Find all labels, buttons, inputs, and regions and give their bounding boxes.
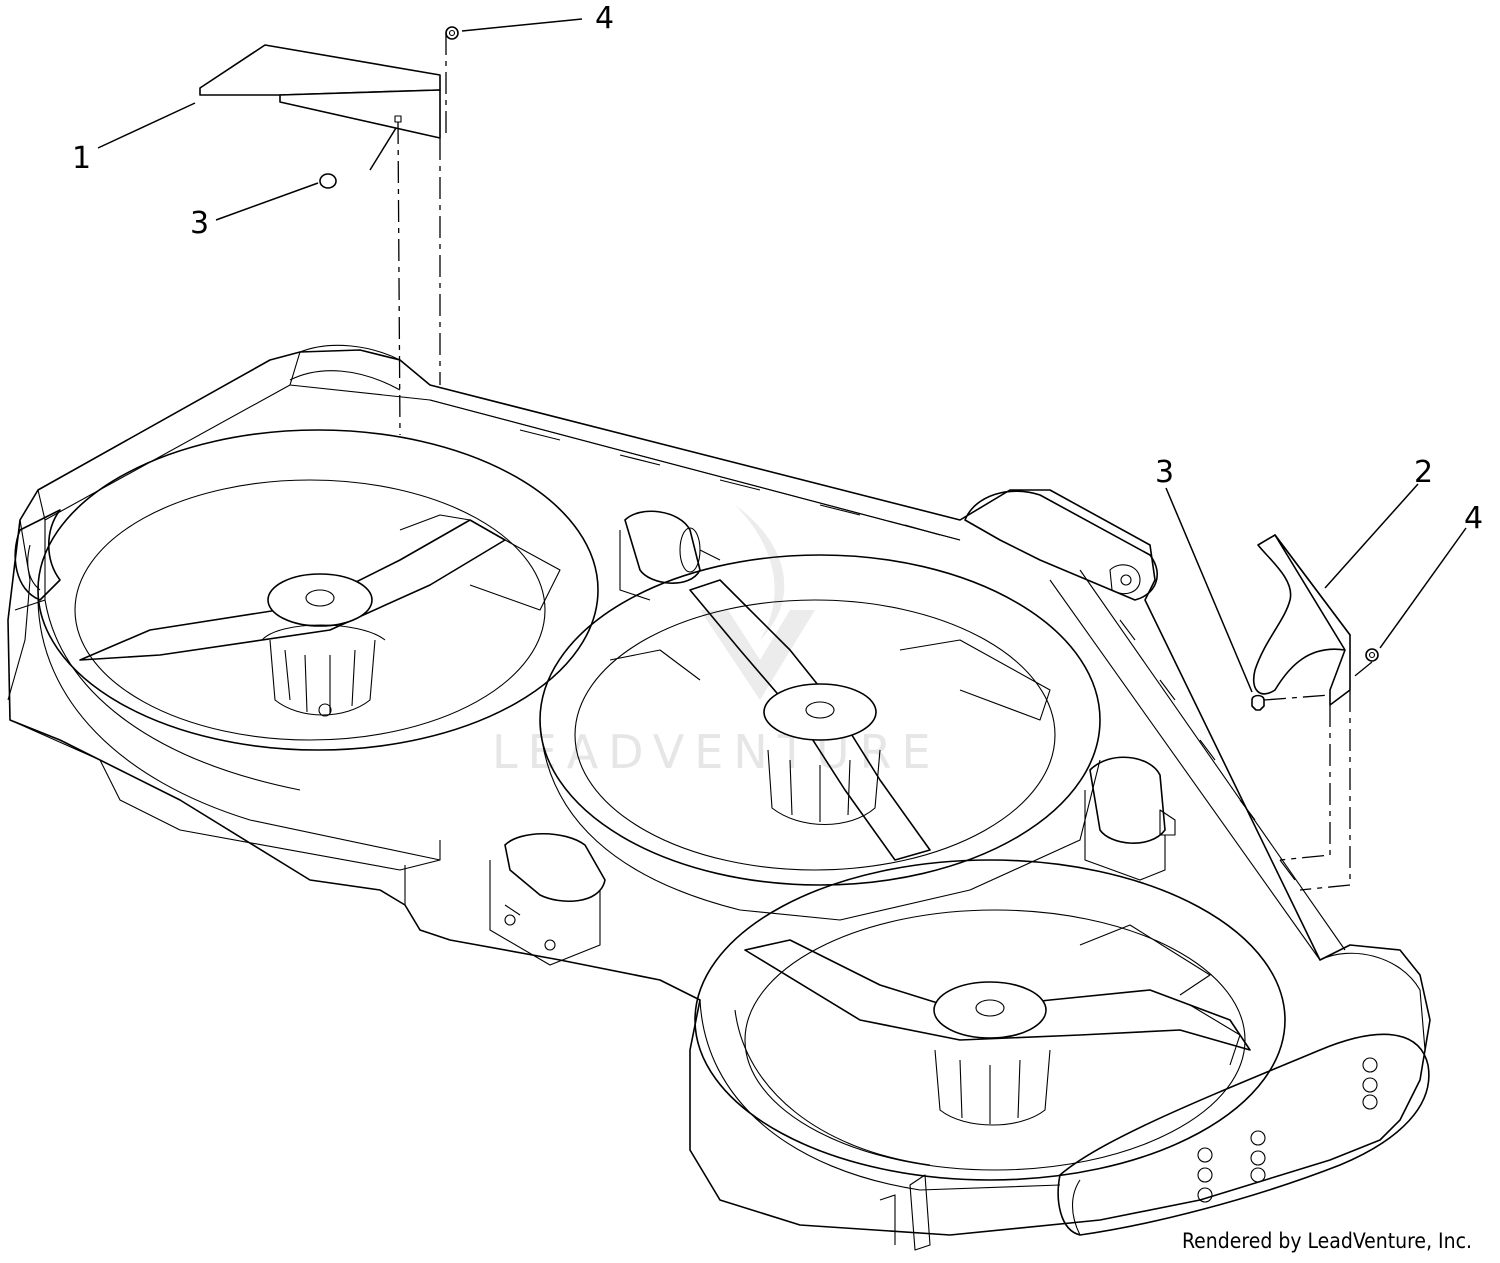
idler-pulley-left	[619, 510, 721, 601]
left-blade-chamber	[37, 429, 599, 861]
assembly-lines	[397, 33, 1373, 891]
belt-cover-left	[199, 44, 441, 139]
right-blade-chamber	[694, 859, 1286, 1191]
watermark-text: LEADVENTURE	[492, 725, 941, 779]
callout-numbers: 1 2 3 3 4 4	[72, 1, 1483, 536]
watermark-logo	[700, 505, 815, 700]
callout-4-right: 4	[1464, 501, 1483, 536]
leader-lines	[97, 18, 1467, 693]
idler-pulley-front	[489, 832, 606, 966]
callout-2: 2	[1414, 455, 1433, 490]
callout-4-top: 4	[595, 1, 614, 36]
flange-nut-right	[1365, 648, 1379, 662]
credit-text: Rendered by LeadVenture, Inc.	[1182, 1229, 1472, 1253]
idler-pulley-right	[1084, 756, 1176, 881]
callout-1: 1	[72, 141, 91, 176]
callout-3-right: 3	[1155, 455, 1174, 490]
callout-3-left: 3	[190, 206, 209, 241]
carriage-bolt-left	[319, 173, 337, 189]
belt-cover-right	[1253, 534, 1351, 706]
carriage-bolt-right	[1251, 694, 1265, 711]
center-blade-chamber	[539, 554, 1101, 921]
mower-deck	[7, 344, 1431, 1251]
flange-nut-top	[445, 26, 459, 40]
